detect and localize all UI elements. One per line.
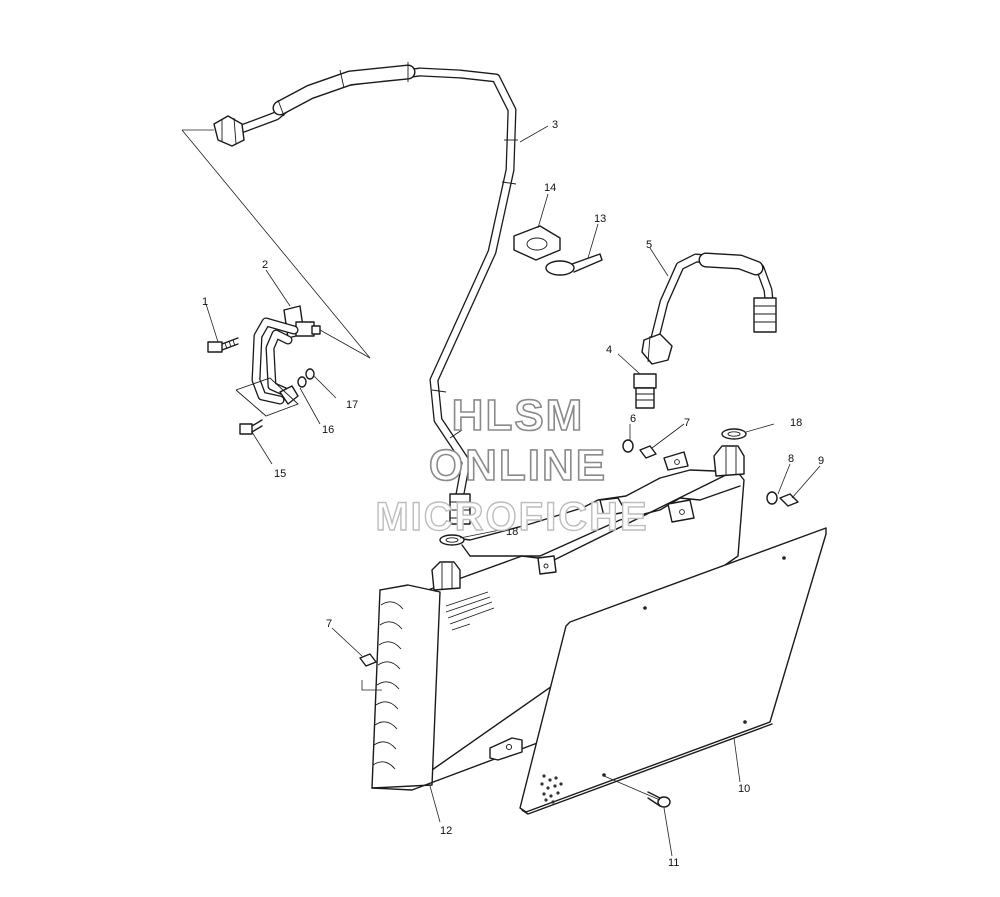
bolt-part-15 (239, 419, 263, 435)
watermark-line-3: MICROFICHE (375, 495, 648, 539)
callout-9: 9 (818, 455, 824, 467)
nut-part-7-upper (639, 445, 657, 459)
watermark: HLSM ONLINE MICROFICHE (375, 390, 648, 540)
callout-18-upper: 18 (790, 417, 802, 429)
rivet-cluster (540, 774, 563, 804)
callout-15: 15 (274, 468, 286, 480)
oil-line-part-5 (641, 252, 777, 365)
callout-5: 5 (646, 239, 652, 251)
plug-part-16 (297, 376, 307, 388)
callout-18-lower: 18 (506, 526, 518, 538)
screw-part-11 (647, 791, 671, 808)
washer-part-17 (305, 368, 315, 380)
callout-13: 13 (594, 213, 606, 225)
callout-12: 12 (440, 825, 452, 837)
callout-11: 11 (668, 857, 679, 869)
leader-lines (181, 125, 821, 857)
callout-8: 8 (788, 453, 794, 465)
callout-14: 14 (544, 182, 556, 194)
o-ring-part-18-upper (721, 428, 747, 440)
washer-part-8 (766, 491, 778, 505)
callout-4: 4 (606, 344, 612, 356)
o-ring-part-18-lower (439, 534, 465, 546)
bracket-assembly-part-2 (235, 305, 321, 417)
callout-10: 10 (738, 783, 750, 795)
callout-17: 17 (346, 399, 358, 411)
shield-plate-part-10 (519, 527, 827, 815)
bolt-part-1 (207, 337, 239, 353)
washer-part-6 (622, 439, 634, 453)
nut-part-7-lower (359, 653, 377, 667)
watermark-line-1: HLSM (452, 391, 585, 440)
callout-7-lower: 7 (326, 618, 332, 630)
callout-1: 1 (202, 296, 208, 308)
callout-3: 3 (552, 119, 558, 131)
callout-6: 6 (630, 413, 636, 425)
clamp-part-14 (513, 225, 561, 261)
callout-labels: 1 2 3 4 5 6 7 7 8 9 10 11 12 13 14 15 16… (202, 119, 824, 869)
clamp-part-13 (545, 253, 603, 276)
callout-16: 16 (322, 424, 334, 436)
nut-part-9 (779, 493, 799, 507)
fitting-part-4 (633, 373, 657, 409)
oil-line-part-3 (213, 62, 518, 525)
callout-7-upper: 7 (684, 417, 690, 429)
callout-2: 2 (262, 259, 268, 271)
watermark-line-2: ONLINE (429, 441, 607, 490)
